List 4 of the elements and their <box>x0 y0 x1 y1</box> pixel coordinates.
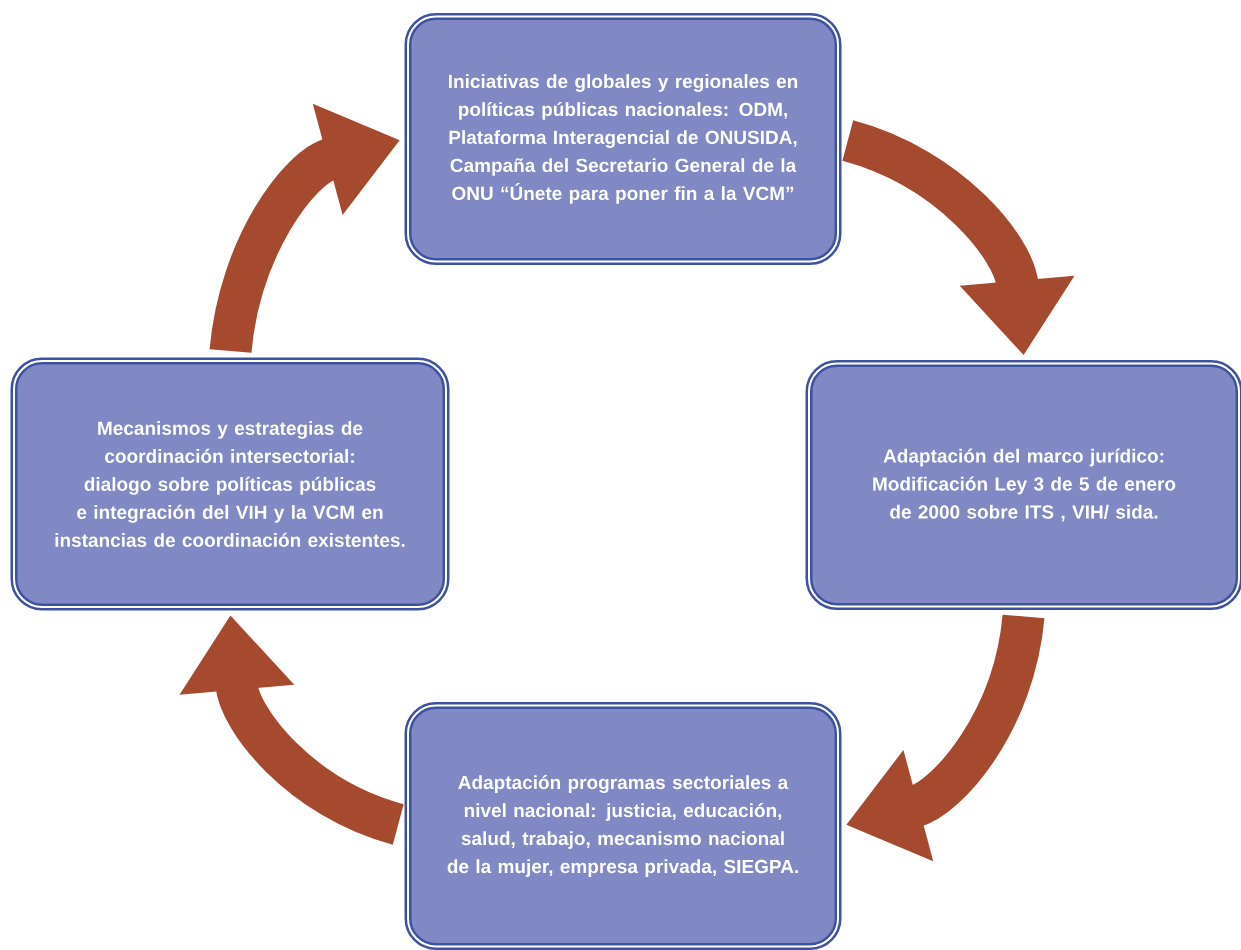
process-box: Mecanismos y estrategias de coordinación intersectorial: dialogo sobre políticas públicas e integración del VIH y la VCM en instancias de coordinación existentes. <box>10 357 450 611</box>
process-box: Adaptación programas sectoriales a nivel nacional: justicia, educación, salud, trabajo, mecanismo nacional de la mujer, empresa privada, SIEGPA. <box>404 702 842 950</box>
process-box: Iniciativas de globales y regionales en políticas públicas nacionales: ODM, Plataforma Interagencial de ONUSIDA, Campaña del Secretario General de la ONU “Únete para poner fin a la VCM” <box>404 13 842 265</box>
process-box: Adaptación del marco jurídico: Modificación Ley 3 de 5 de enero de 2000 sobre ITS , VIH/ sida. <box>805 360 1241 610</box>
